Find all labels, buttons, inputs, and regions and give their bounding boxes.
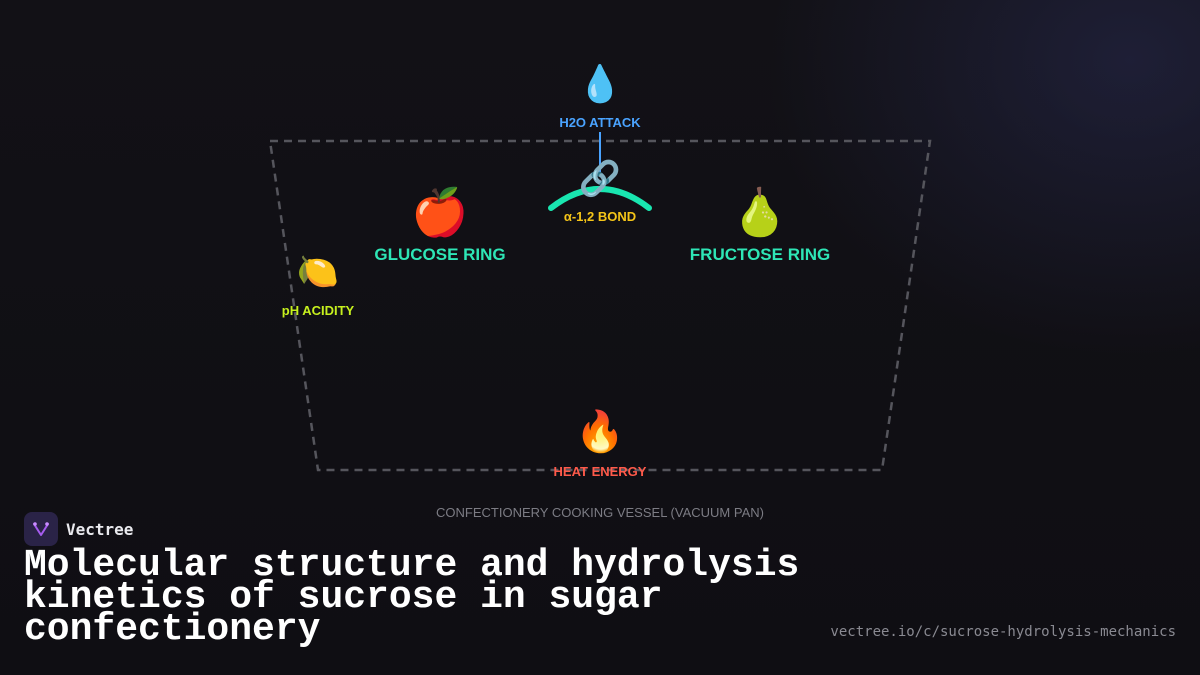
h2o-attack-node: 💧 H2O ATTACK — [559, 63, 641, 172]
h2o-attack-label: H2O ATTACK — [559, 115, 641, 130]
page-title: Molecular structure and hydrolysis kinet… — [24, 544, 800, 651]
lemon-icon: 🍋 — [297, 252, 339, 292]
fructose-ring-node: 🍐 FRUCTOSE RING — [690, 185, 830, 264]
glucose-ring-label: GLUCOSE RING — [374, 245, 505, 264]
fructose-ring-label: FRUCTOSE RING — [690, 245, 830, 264]
brand-name: Vectree — [66, 519, 134, 539]
chain-link-icon: 🔗 — [579, 158, 621, 199]
heat-energy-label: HEAT ENERGY — [554, 464, 647, 479]
apple-icon: 🍎 — [411, 184, 468, 239]
ph-acidity-label: pH ACIDITY — [282, 303, 355, 318]
vessel-label: CONFECTIONERY COOKING VESSEL (VACUUM PAN… — [436, 505, 764, 520]
bond-label: α-1,2 BOND — [564, 209, 636, 224]
pear-icon: 🍐 — [731, 185, 788, 239]
glycosidic-bond-node: 🔗 α-1,2 BOND — [548, 158, 652, 224]
brand: Vectree — [24, 512, 133, 546]
ph-acidity-node: 🍋 pH ACIDITY — [282, 252, 355, 318]
source-url[interactable]: vectree.io/c/sucrose-hydrolysis-mechanic… — [830, 624, 1176, 640]
vacuum-pan-vessel — [268, 139, 932, 472]
vectree-logo-icon — [24, 512, 58, 546]
heat-energy-node: 🔥 HEAT ENERGY — [554, 408, 647, 479]
water-droplet-icon: 💧 — [578, 63, 623, 105]
bond-arc — [548, 186, 652, 211]
fire-icon: 🔥 — [575, 408, 625, 455]
glucose-ring-node: 🍎 GLUCOSE RING — [374, 184, 505, 264]
hydrolysis-diagram: 💧 H2O ATTACK 🔗 α-1,2 BOND 🍎 GLUCOSE RING… — [268, 63, 932, 479]
